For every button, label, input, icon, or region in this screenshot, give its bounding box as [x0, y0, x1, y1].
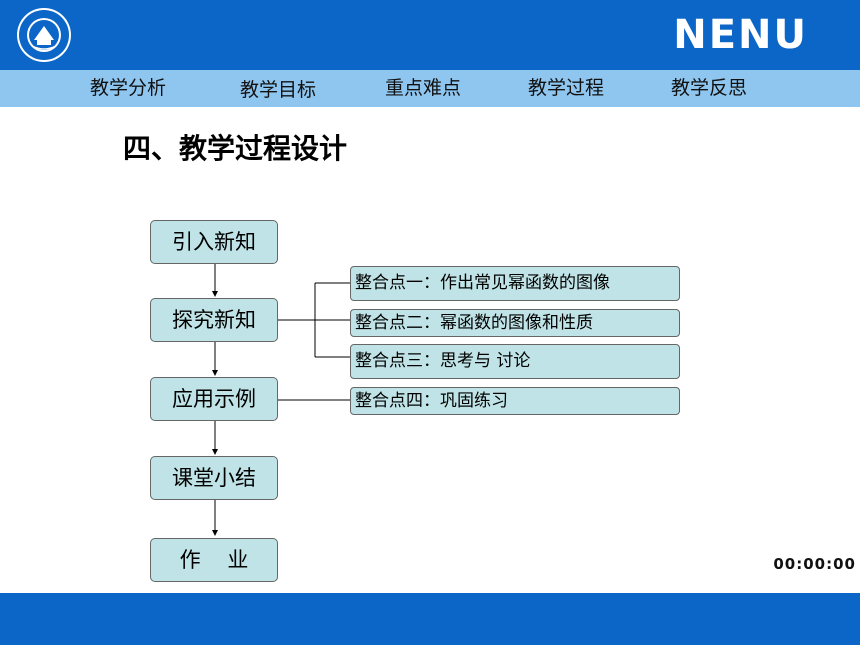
step-introduce[interactable]: 引入新知: [150, 220, 278, 264]
step-application[interactable]: 应用示例: [150, 377, 278, 421]
nav-bar: 教学分析 教学目标 重点难点 教学过程 教学反思: [0, 70, 860, 107]
nav-item-key-difficulties[interactable]: 重点难点: [385, 77, 462, 99]
nenu-brand-logo: NENU: [673, 12, 808, 58]
header-bar: NENU: [0, 0, 860, 70]
integration-point-1[interactable]: 整合点一：作出常见幂函数的图像: [350, 266, 680, 301]
nav-item-teaching-reflection[interactable]: 教学反思: [671, 77, 748, 99]
integration-point-4[interactable]: 整合点四：巩固练习: [350, 387, 680, 415]
integration-point-2[interactable]: 整合点二：幂函数的图像和性质: [350, 309, 680, 337]
timer-display: 00:00:00: [773, 555, 856, 573]
step-explore[interactable]: 探究新知: [150, 298, 278, 342]
footer-bar: [0, 593, 860, 645]
university-seal-logo: [17, 8, 71, 62]
nav-item-teaching-analysis[interactable]: 教学分析: [90, 77, 167, 99]
nav-item-teaching-goals[interactable]: 教学目标: [240, 79, 317, 101]
nav-item-teaching-process[interactable]: 教学过程: [528, 77, 605, 99]
step-summary[interactable]: 课堂小结: [150, 456, 278, 500]
page-title: 四、教学过程设计: [123, 132, 348, 165]
step-homework[interactable]: 作 业: [150, 538, 278, 582]
integration-point-3[interactable]: 整合点三：思考与 讨论: [350, 344, 680, 379]
